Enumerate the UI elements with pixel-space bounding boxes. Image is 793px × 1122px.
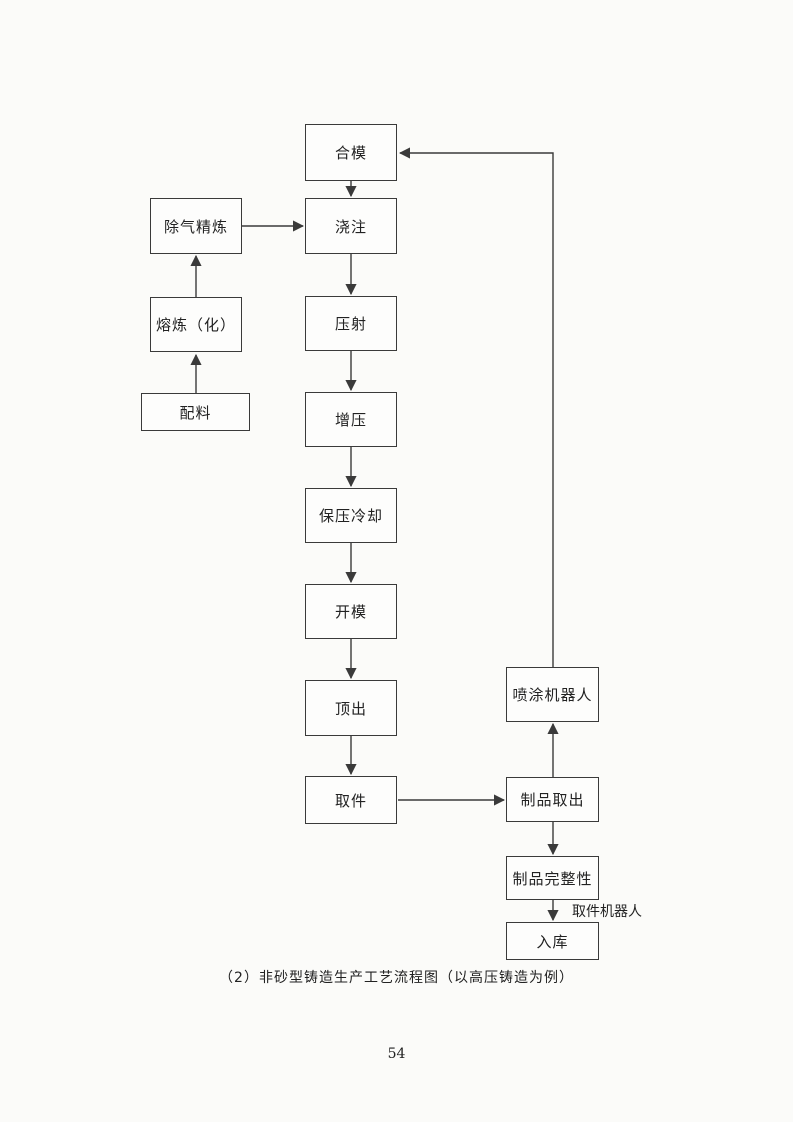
figure-caption: （2）非砂型铸造生产工艺流程图（以高压铸造为例） — [219, 970, 574, 986]
node-chuqi: 除气精炼 — [150, 198, 242, 254]
node-peiliao: 配料 — [141, 393, 250, 431]
node-jiaozhu: 浇注 — [305, 198, 397, 254]
arrow-pentu-to-hemo — [398, 147, 554, 667]
node-ronglian: 熔炼（化） — [150, 297, 242, 352]
page-number: 54 — [387, 1046, 406, 1062]
node-wanzheng: 制品完整性 — [506, 856, 599, 900]
node-baoya: 保压冷却 — [305, 488, 397, 543]
node-kaimo: 开模 — [305, 584, 397, 639]
node-pentu: 喷涂机器人 — [506, 667, 599, 722]
node-zengya: 增压 — [305, 392, 397, 447]
node-hemo: 合模 — [305, 124, 397, 181]
node-ruku: 入库 — [506, 922, 599, 960]
node-qujian: 取件 — [305, 776, 397, 824]
node-dingchu: 顶出 — [305, 680, 397, 736]
node-yashe: 压射 — [305, 296, 397, 351]
edge-label-qujian-robot: 取件机器人 — [572, 904, 642, 920]
node-zhipin-quchu: 制品取出 — [506, 777, 599, 822]
